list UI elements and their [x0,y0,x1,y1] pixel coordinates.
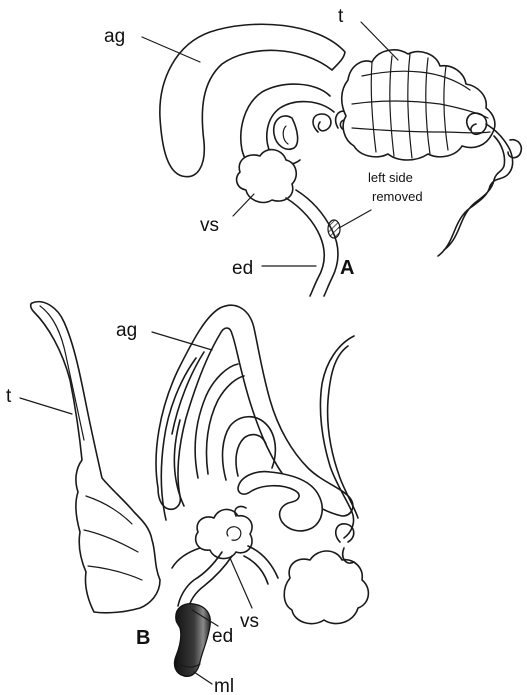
panel-b-talon [31,302,160,613]
panel-a-note-line2: removed [372,189,423,204]
panel-b-vs-leader [230,558,252,608]
panel-b-right-mass [284,551,368,624]
panel-a-ejaculatory-duct-2 [286,198,324,296]
panel-a-coil-1 [313,114,331,132]
panel-a-talon-mass [342,50,495,160]
panel-b: ag t vs ed ml B [6,302,368,695]
panel-a-label-t: t [338,6,344,27]
panel-b-inner-loop-4 [236,435,266,476]
panel-b-inner-loop-2 [206,376,244,474]
panel-a-panel-label: A [340,257,354,279]
panel-a-inner-loop-3 [274,116,298,149]
panel-a-vesicle [237,150,297,203]
panel-b-label-ml: ml [214,676,234,695]
panel-b-ejaculatory-duct-2 [178,552,222,606]
panel-b-right-mass-coil [336,524,354,542]
panel-a-note-line1: left side [368,170,413,185]
panel-b-label-t: t [6,386,12,407]
panel-a-note-leader [339,210,371,228]
panel-b-duct-left [172,548,200,568]
panel-b-label-vs: vs [240,611,259,632]
panel-b-duct-right-2 [244,556,268,584]
panel-a-label-ed: ed [232,258,253,279]
panel-b-ejaculatory-duct [188,556,232,610]
panel-b-panel-label: B [136,627,150,649]
panel-b-vesicle [196,509,252,558]
panel-a-label-ag: ag [104,26,125,47]
panel-a-inner-loop-4 [283,126,288,144]
panel-b-ml-leader [194,672,212,684]
panel-a-removed-area [328,220,340,238]
panel-b-label-ag: ag [116,320,137,341]
panel-a: ag t vs ed left side removed A [104,6,521,296]
panel-b-t-leader [20,398,72,414]
panel-b-inner-loop-1 [195,364,238,478]
panel-b-label-ed: ed [212,626,233,647]
panel-a-label-vs: vs [200,215,219,236]
panel-a-vs-leader [233,194,254,216]
